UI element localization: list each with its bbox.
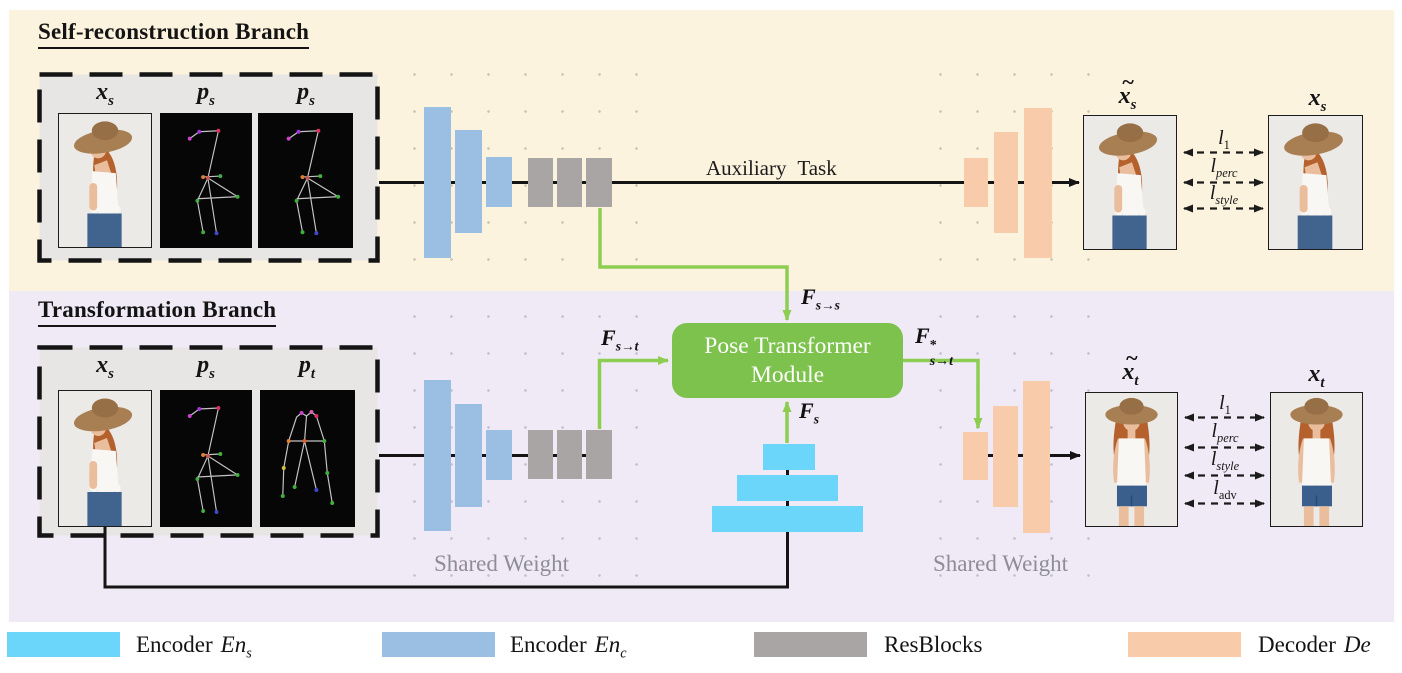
self-reconstruction-title: Self-reconstruction Branch [38,19,310,49]
encoder-s-bar-1 [763,444,815,470]
module-line2: Module [750,361,825,388]
decoder-bar-1-bottom [963,432,988,480]
legend-swatch-decoder [1128,632,1241,657]
label-xs-input-bottom: xs [96,352,114,382]
resblock-1-bottom [528,430,553,479]
image-source-person-top [58,113,152,248]
pose-transformer-module: Pose Transformer Module [672,323,903,398]
encoder-c-bar-2-bottom [455,404,482,507]
transformation-title: Transformation Branch [38,297,277,327]
label-ps-bottom: ps [197,352,215,382]
decoder-bar-3-bottom [1023,381,1050,533]
image-source-pose-top-2 [258,113,353,248]
auxiliary-task-label: Auxiliary Task [706,156,837,180]
loss-lperc-bottom: lperc [1211,420,1239,445]
decoder-bar-3-top [1024,108,1052,258]
image-target-xs [1268,115,1363,250]
label-xs-target-top: xs [1308,85,1327,115]
label-ps2-top: ps [297,79,315,109]
legend-swatch-encoder-s [7,632,120,657]
image-target-pose-bottom [260,390,355,527]
loss-lstyle-bottom: lstyle [1210,448,1240,473]
shared-weight-label-right: Shared Weight [933,551,1069,576]
loss-ladv-bottom: ladv [1213,477,1237,502]
image-source-person-bottom [58,390,152,527]
encoder-c-bar-1-top [424,107,451,258]
resblock-3-bottom [586,430,612,479]
legend-swatch-encoder-c [382,632,495,657]
resblock-3-top [586,158,612,207]
label-pt-bottom: pt [298,352,316,382]
encoder-c-bar-3-bottom [486,430,512,480]
feature-fst-label: Fs→t [601,325,639,354]
encoder-s-bar-3 [712,506,863,532]
decoder-bar-2-top [994,132,1018,233]
feature-fss-label: Fs→s [801,284,840,313]
loss-l1-top: l1 [1218,127,1230,152]
label-xt-target: xt [1308,361,1325,391]
shared-weight-label-left: Shared Weight [434,551,570,576]
feature-fst-star-label: F*s→t [915,323,954,369]
legend-label-resblocks: ResBlocks [884,632,983,657]
image-source-pose-bottom [160,390,252,527]
label-xtilde-s: ~xs [1118,69,1137,113]
image-target-xt [1270,392,1363,527]
image-output-xtilde-t [1085,392,1178,527]
resblock-2-bottom [557,430,582,479]
loss-lperc-top: lperc [1210,155,1238,180]
decoder-bar-2-bottom [993,406,1018,507]
encoder-c-bar-2-top [455,130,482,233]
loss-l1-bottom: l1 [1219,392,1231,417]
encoder-s-bar-2 [737,475,838,501]
image-output-xtilde-s [1083,115,1177,250]
legend-swatch-resblocks [754,632,867,657]
loss-lstyle-top: lstyle [1209,182,1239,207]
label-xtilde-t: ~xt [1122,345,1139,389]
encoder-c-bar-3-top [486,157,512,207]
module-line1: Pose Transformer [704,332,871,359]
resblock-2-top [557,158,582,207]
feature-fs-label: Fs [799,398,819,427]
label-xs-input-top: xs [96,79,114,109]
image-source-pose-top-1 [160,113,252,248]
encoder-c-bar-1-bottom [424,380,451,531]
label-ps1-top: ps [197,79,215,109]
resblock-1-top [528,158,553,207]
decoder-bar-1-top [964,158,988,207]
